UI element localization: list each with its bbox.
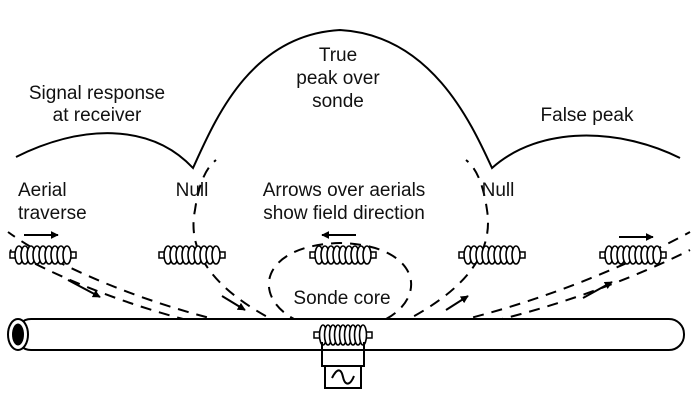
aerial-arrows: [24, 231, 654, 241]
label-signal-response: Signal response at receiver: [29, 83, 165, 126]
label-aerial-traverse: Aerial traverse: [18, 180, 87, 224]
label-null-left: Null: [176, 180, 209, 201]
aerial-coils: [9, 245, 667, 265]
label-sonde-core: Sonde core: [293, 288, 390, 309]
label-false-peak: False peak: [541, 105, 634, 126]
field-arrow: [445, 295, 469, 311]
aerial-coil-4: [458, 245, 526, 265]
svg-text:Signal response: Signal response: [29, 83, 165, 104]
field-line-arrows: [67, 279, 613, 311]
svg-text:Arrows over aerials: Arrows over aerials: [263, 180, 426, 201]
svg-text:traverse: traverse: [18, 203, 87, 224]
aerial-coil-2: [158, 245, 226, 265]
field-arrow: [582, 281, 613, 299]
svg-text:True: True: [319, 45, 357, 66]
coil-turn: [62, 245, 72, 265]
coil-turn: [652, 245, 662, 265]
label-null-right: Null: [482, 180, 515, 201]
svg-text:sonde: sonde: [312, 91, 364, 112]
svg-text:show field direction: show field direction: [263, 203, 425, 224]
sine-wave-icon: [331, 369, 355, 385]
sonde-coil: [313, 324, 373, 389]
field-arrow: [221, 295, 246, 311]
coil-turn: [511, 245, 521, 265]
label-arrows-note: Arrows over aerials show field direction: [263, 180, 426, 224]
svg-text:peak over: peak over: [296, 68, 380, 89]
label-true-peak: True peak over sonde: [296, 45, 380, 112]
aerial-coil-5: [599, 245, 667, 265]
coil-turn: [362, 245, 372, 265]
field-arrow: [67, 279, 101, 298]
svg-text:Aerial: Aerial: [18, 180, 67, 201]
svg-text:at receiver: at receiver: [53, 105, 142, 126]
coil-turn: [211, 245, 221, 265]
signal-response-curve: [15, 28, 681, 170]
aerial-coil-1: [9, 245, 77, 265]
aerial-coil-3: [309, 245, 377, 265]
